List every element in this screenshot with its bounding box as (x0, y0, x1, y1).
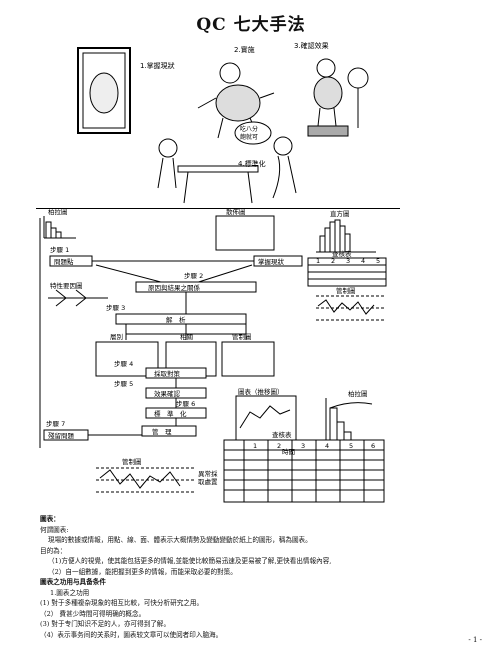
cartoon-step3: 3.確認效果 (294, 41, 329, 50)
check-col-2: 2 (277, 442, 281, 450)
label-control-top: 管制圖 (336, 286, 356, 295)
label-step6: 步驟 6 (176, 400, 195, 408)
page-title: QC 七大手法 (196, 15, 306, 35)
box-grasp: 掌握現狀 (258, 257, 285, 266)
label-fishbone: 特性要因圖 (50, 281, 83, 290)
para-definition: 現場的數據或情報，用點、線、面、體表示大概情勢及變動變動於紙上的圖形，稱為圖表。 (48, 536, 312, 544)
heading-chart: 圖表： (40, 515, 60, 523)
label-checksheet-top: 查核表 (332, 249, 352, 258)
top-check-col-1: 1 (316, 257, 320, 265)
top-check-col-3: 3 (346, 257, 350, 265)
label-layer: 層別 (110, 332, 123, 341)
label-step3: 步驟 3 (106, 304, 125, 312)
para-function-1: (1) 對于多種複杂現象的相互比較，可快分析研究之用。 (40, 599, 204, 607)
check-col-1: 1 (253, 442, 257, 450)
para-purpose-2: （2）自一組數據，能把握到更多的情報，而能采取必要的對策。 (48, 567, 237, 576)
speech-line2: 飽就可 (240, 133, 258, 141)
para-function-4: （4）表示事务间的关系时，圖表较文章可以使阅者印入脑海。 (40, 630, 223, 639)
label-scatter: 散佈圖 (226, 208, 246, 216)
label-time: 時間 (282, 448, 295, 456)
cartoon-step1: 1.掌握現狀 (140, 61, 175, 70)
label-abnormal2: 取處置 (198, 477, 218, 486)
check-col-4: 4 (325, 442, 329, 450)
heading-what-is-chart: 何謂圖表: (40, 525, 69, 534)
box-effect: 效果確認 (154, 389, 181, 398)
check-col-6: 6 (371, 442, 375, 450)
body-text: 圖表： 何謂圖表: 現場的數據或情報，用點、線、面、體表示大概情勢及變動變動於紙… (40, 514, 460, 640)
label-checksheet-bottom: 查核表 (272, 430, 292, 439)
label-corr: 相關 (180, 332, 193, 341)
qc-diagram-frame (36, 208, 400, 513)
label-step4: 步驟 4 (114, 360, 133, 368)
cartoon-step4: 4.標準化 (238, 159, 266, 168)
check-col-3: 3 (301, 442, 305, 450)
speech-line1: 吃八分 (240, 125, 258, 133)
cartoon-step2: 2.實施 (234, 45, 255, 54)
top-check-col-4: 4 (361, 257, 365, 265)
box-analysis: 解 析 (166, 315, 186, 324)
label-control-bottom: 管制圖 (122, 457, 142, 466)
box-cause-effect: 原因與結果之關係 (148, 283, 201, 292)
para-function-3: (3) 對于专门知识不足的人，亦可得到了解。 (40, 620, 171, 628)
para-function-title: 1.圖表之功用 (50, 588, 90, 597)
page-number: - 1 - (468, 636, 482, 644)
label-pareto: 柏拉圖 (48, 208, 68, 216)
para-purpose: 目的為： (40, 546, 67, 555)
label-histogram: 直方圖 (330, 209, 350, 218)
label-step7: 步驟 7 (46, 420, 65, 428)
top-check-col-5: 5 (376, 257, 380, 265)
para-function-2: （2） 費甚少時間可得明确的概念。 (40, 609, 146, 618)
label-step1: 步驟 1 (50, 246, 69, 254)
box-problem: 問題點 (54, 257, 74, 266)
label-control-mid: 管制圖 (232, 332, 252, 341)
label-graph: 圖表（推移圖） (238, 387, 284, 396)
qc-flow-diagram: 柏拉圖 散佈圖 直方圖 查核表 管制圖 步驟 1 問題點 掌握現狀 步驟 2 原… (39, 208, 387, 503)
heading-function: 圖表之功用与具备条件 (40, 578, 106, 586)
box-remaining: 殘留問題 (48, 431, 75, 440)
cartoon-illustration: 1.掌握現狀 2.實施 3.確認效果 4.標準化 吃八分 飽就可 (77, 41, 369, 204)
label-pareto2: 柏拉圖 (348, 389, 368, 398)
box-manage: 管 理 (152, 427, 172, 436)
box-countermeasure: 採取對策 (154, 369, 181, 378)
box-standard: 標 準 化 (154, 409, 187, 418)
label-step5: 步驟 5 (114, 380, 133, 388)
check-col-5: 5 (349, 442, 353, 450)
para-purpose-1: （1)方便人的視覺，使其能包括更多的情報,並能使比較簡易迅速及更易被了解,更快看… (48, 557, 332, 565)
label-step2: 步驟 2 (184, 272, 203, 280)
top-check-col-2: 2 (331, 257, 335, 265)
label-abnormal1: 異常採 (198, 469, 218, 478)
